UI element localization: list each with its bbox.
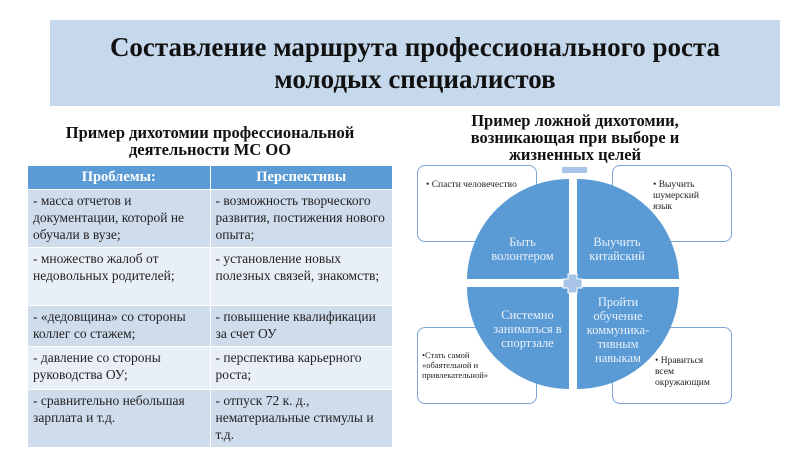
- left-subtitle: Пример дихотомии профессиональной деятел…: [27, 124, 393, 158]
- right-subtitle-line2: возникающая при выборе и: [470, 128, 680, 147]
- quadrant-label: Быть волонтером: [491, 235, 554, 263]
- slide-title-line2: молодых специалистов: [274, 64, 556, 94]
- cell-problem: - давление со стороны руководства ОУ;: [27, 346, 211, 390]
- table-row: - давление со стороны руководства ОУ;- п…: [27, 346, 393, 390]
- goal-text: Выучить шумерский язык: [653, 180, 699, 212]
- cell-problem: - множество жалоб от недовольных родител…: [27, 247, 211, 306]
- table-row: - множество жалоб от недовольных родител…: [27, 247, 393, 306]
- cell-prospect: - повышение квалификации за счет ОУ: [209, 305, 393, 347]
- title-banner: Составление маршрута профессионального р…: [50, 20, 780, 106]
- quadrant-label: Пройти обучение коммуника-тивным навыкам: [586, 295, 650, 365]
- quadrant-top-right: [577, 179, 679, 279]
- table-header: Проблемы:Перспективы: [27, 165, 393, 190]
- slide-title-line1: Составление маршрута профессионального р…: [109, 32, 721, 62]
- cell-prospect: - возможность творческого развития, пост…: [209, 189, 393, 248]
- cell-prospect: - установление новых полезных связей, зн…: [209, 247, 393, 306]
- right-subtitle: Пример ложной дихотомии, возникающая при…: [410, 112, 740, 163]
- cell-problem: - масса отчетов и документации, которой …: [27, 189, 211, 248]
- cell-prospect: - перспектива карьерного роста;: [209, 346, 393, 390]
- header-problems: Проблемы:: [27, 165, 211, 190]
- quadrant-top-left: [467, 179, 569, 279]
- quadrant-bottom-left: [467, 287, 569, 389]
- dichotomy-table: Проблемы:Перспективы - масса отчетов и д…: [27, 165, 393, 448]
- quadrant-label: Системно заниматься в спортзале: [493, 308, 562, 350]
- cell-problem: - сравнительно небольшая зарплата и т.д.: [27, 389, 211, 448]
- goal-text: Стать самой «обаятельной и привлекательн…: [422, 350, 489, 380]
- left-subtitle-line1: Пример дихотомии профессиональной: [65, 123, 355, 142]
- minus-icon: [562, 167, 587, 173]
- quadrant-bottom-right: [577, 287, 679, 389]
- right-subtitle-line3: жизненных целей: [508, 145, 642, 164]
- cell-problem: - «дедовщина» со стороны коллег со стаже…: [27, 305, 211, 347]
- cell-prospect: - отпуск 72 к. д., нематериальные стимул…: [209, 389, 393, 448]
- table-row: - «дедовщина» со стороны коллег со стаже…: [27, 305, 393, 347]
- plus-icon: [562, 273, 583, 294]
- left-subtitle-line2: деятельности МС ОО: [128, 140, 292, 159]
- quadrant-label: Выучить китайский: [589, 235, 645, 263]
- right-subtitle-line1: Пример ложной дихотомии,: [471, 111, 679, 130]
- table-row: - масса отчетов и документации, которой …: [27, 189, 393, 248]
- goal-text: Спасти человечество: [431, 180, 517, 190]
- goal-text: Нравиться всем окружающим: [655, 356, 710, 388]
- table-row: - сравнительно небольшая зарплата и т.д.…: [27, 389, 393, 448]
- header-prospects: Перспективы: [209, 165, 393, 190]
